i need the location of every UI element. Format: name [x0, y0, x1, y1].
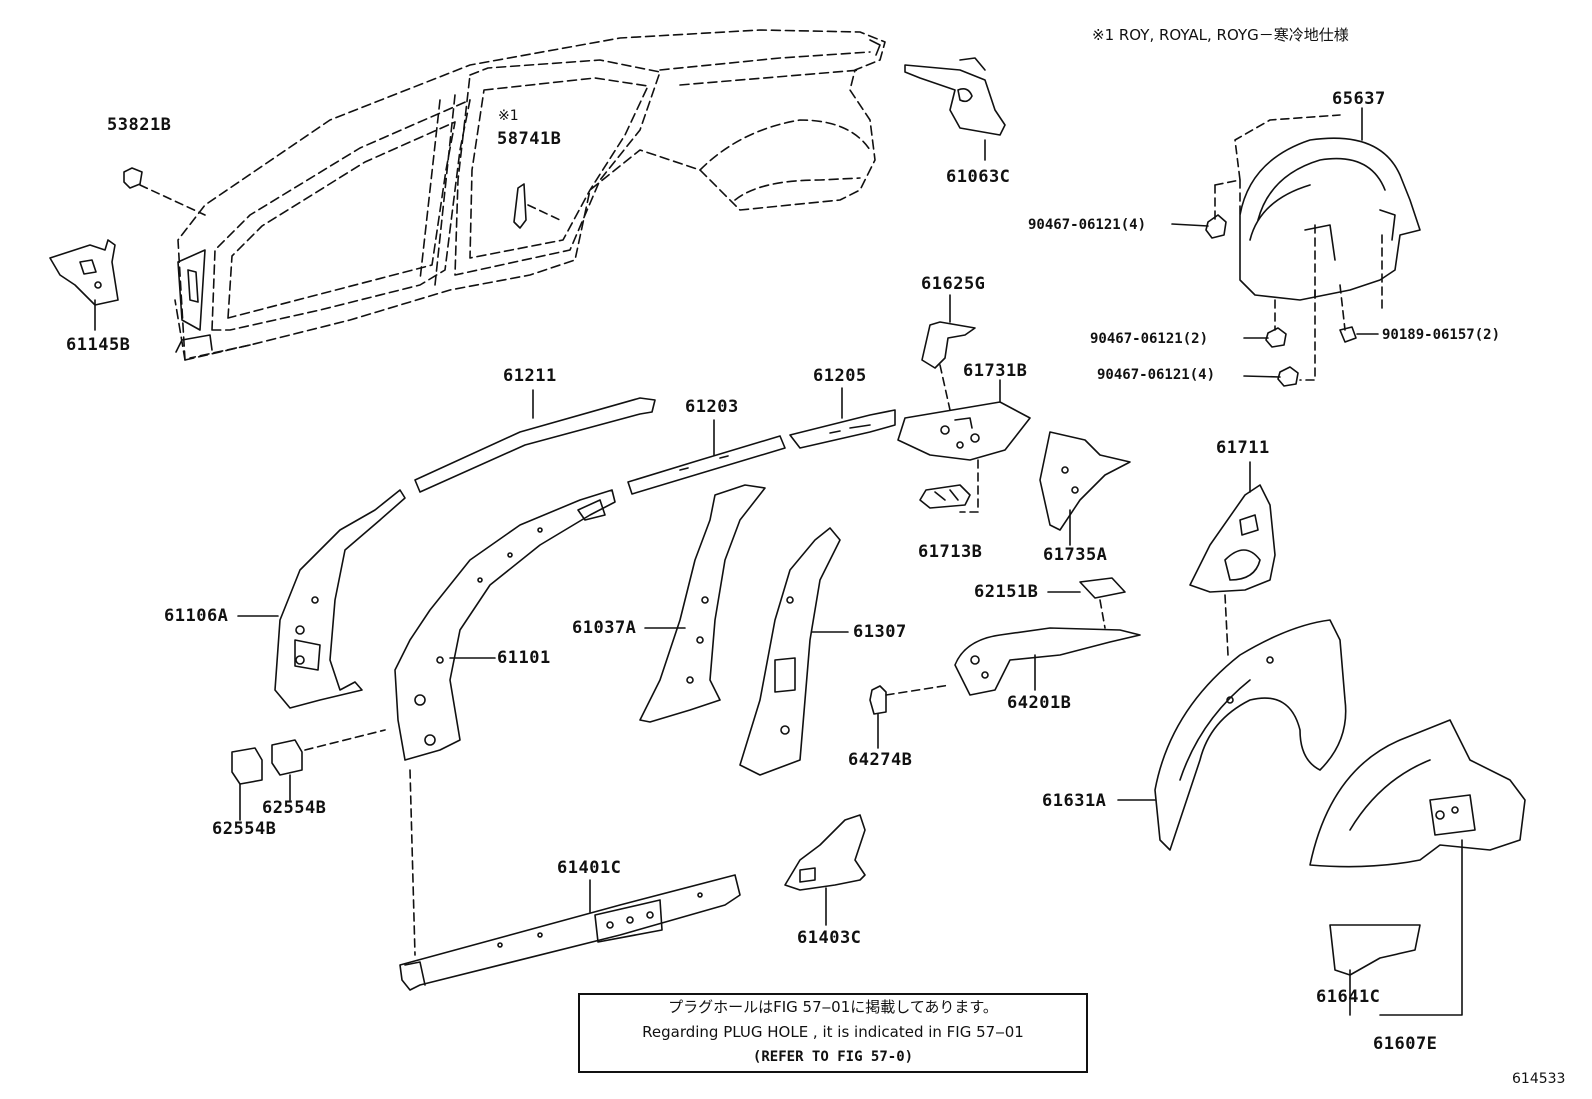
label-61063C[interactable]: 61063C — [946, 167, 1011, 187]
label-61711[interactable]: 61711 — [1216, 438, 1270, 458]
plug-53821B — [123, 167, 143, 189]
body-side-outer-panel-detail — [175, 39, 881, 353]
part-61401C — [399, 874, 741, 991]
part-65637-hidden — [1214, 114, 1383, 381]
notice-line-jp: プラグホールはFIG 57‒01に掲載してあります。 — [668, 998, 998, 1016]
part-61731B — [897, 401, 1031, 461]
label-64201B[interactable]: 64201B — [1007, 693, 1072, 713]
note-marker: ※1 — [498, 108, 519, 124]
label-61631A[interactable]: 61631A — [1042, 791, 1107, 811]
part-61735A — [1039, 431, 1131, 531]
leader-61101-dash — [409, 769, 416, 956]
label-53821B[interactable]: 53821B — [107, 115, 172, 135]
leader-61607E — [1379, 839, 1463, 1016]
part-64201B — [954, 627, 1141, 696]
label-90467-06121-4-a[interactable]: 90467-06121(4) — [1028, 217, 1147, 233]
label-61731B[interactable]: 61731B — [963, 361, 1028, 381]
label-58741B[interactable]: 58741B — [497, 129, 562, 149]
part-61307 — [739, 527, 841, 776]
label-61735A[interactable]: 61735A — [1043, 545, 1108, 565]
leader-61625G-dash — [939, 364, 951, 411]
part-65637 — [1239, 137, 1421, 301]
label-62554B-a[interactable]: 62554B — [212, 819, 277, 839]
part-61711 — [1189, 484, 1276, 593]
part-61625G — [921, 321, 976, 369]
label-61101[interactable]: 61101 — [497, 648, 551, 668]
part-62151B — [1079, 577, 1126, 599]
leader-62554B-dash — [304, 729, 386, 751]
label-61307[interactable]: 61307 — [853, 622, 907, 642]
notice-refer-link[interactable]: (REFER TO FIG 57-0) — [752, 1049, 914, 1065]
part-61037A — [639, 484, 766, 723]
label-65637[interactable]: 65637 — [1332, 89, 1386, 109]
part-61101 — [394, 489, 616, 761]
label-64274B[interactable]: 64274B — [848, 750, 913, 770]
part-64274B — [869, 685, 887, 715]
part-61607E — [1309, 719, 1526, 868]
leader-62151B-dash — [1099, 599, 1106, 629]
part-62554B-b — [271, 739, 303, 776]
label-61203[interactable]: 61203 — [685, 397, 739, 417]
leader-61731B-dash — [959, 459, 979, 513]
part-61106A — [274, 489, 406, 709]
part-61641C — [1329, 924, 1421, 976]
label-62151B[interactable]: 62151B — [974, 582, 1039, 602]
leader-64274B-dash — [885, 684, 951, 696]
leader-90467a — [1171, 223, 1209, 227]
label-61403C[interactable]: 61403C — [797, 928, 862, 948]
label-61641C[interactable]: 61641C — [1316, 987, 1381, 1007]
part-58741B — [513, 183, 527, 229]
label-62554B-b[interactable]: 62554B — [262, 798, 327, 818]
label-61145B[interactable]: 61145B — [66, 335, 131, 355]
label-61205[interactable]: 61205 — [813, 366, 867, 386]
clip-icon — [1205, 214, 1357, 387]
part-61403C — [784, 814, 866, 891]
part-61631A — [1154, 619, 1347, 851]
figure-id: 614533 — [1512, 1071, 1566, 1087]
leader-53821B — [139, 184, 206, 216]
label-90467-06121-2[interactable]: 90467-06121(2) — [1090, 331, 1209, 347]
part-61203 — [627, 435, 786, 495]
label-61625G[interactable]: 61625G — [921, 274, 986, 294]
part-61713B — [919, 484, 971, 509]
label-61211[interactable]: 61211 — [503, 366, 557, 386]
label-61106A[interactable]: 61106A — [164, 606, 229, 626]
label-90189-06157-2[interactable]: 90189-06157(2) — [1382, 327, 1501, 343]
cold-region-note: ※1 ROY, ROYAL, ROYG－寒冷地仕様 — [1092, 26, 1349, 44]
part-61145B — [49, 239, 119, 306]
body-side-outer-panel — [174, 29, 886, 361]
part-61211 — [414, 397, 656, 493]
leader-61711-dash — [1224, 594, 1229, 656]
plug-hole-notice: プラグホールはFIG 57‒01に掲載してあります。 Regarding PLU… — [578, 993, 1088, 1073]
part-62554B-a — [231, 747, 263, 785]
part-61205 — [789, 409, 896, 449]
label-61607E[interactable]: 61607E — [1373, 1034, 1438, 1054]
label-90467-06121-4-b[interactable]: 90467-06121(4) — [1097, 367, 1216, 383]
label-61713B[interactable]: 61713B — [918, 542, 983, 562]
notice-line-en: Regarding PLUG HOLE , it is indicated in… — [642, 1023, 1024, 1041]
part-61063C — [904, 57, 1006, 136]
leader-58741B — [527, 204, 561, 221]
label-61037A[interactable]: 61037A — [572, 618, 637, 638]
leader-90467c — [1243, 375, 1281, 378]
label-61401C[interactable]: 61401C — [557, 858, 622, 878]
